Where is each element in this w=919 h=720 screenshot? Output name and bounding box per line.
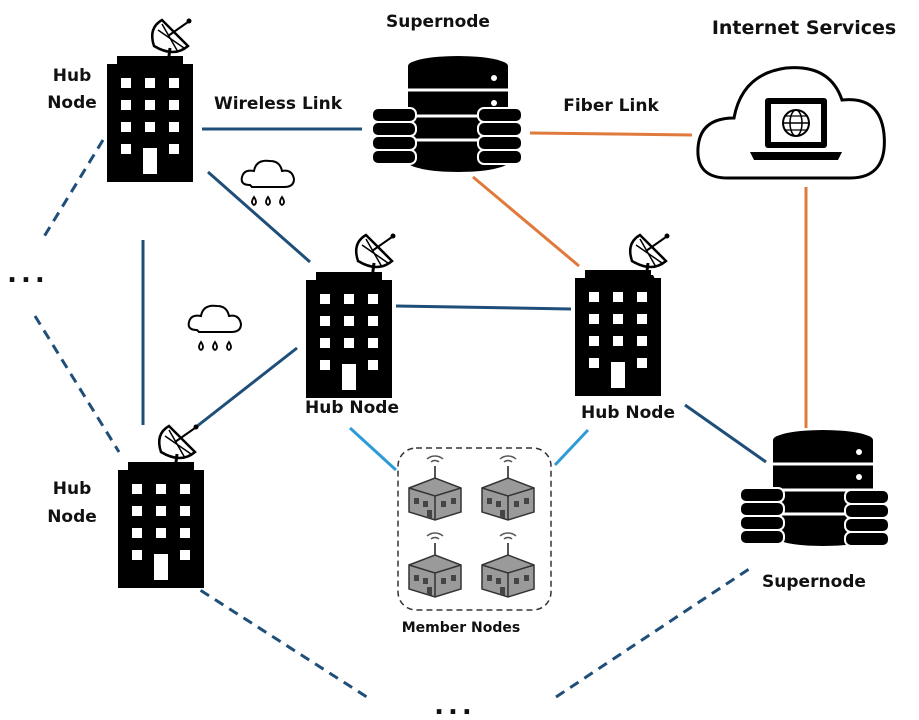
database-stack-icon	[371, 107, 417, 165]
office-building-icon	[107, 56, 193, 182]
office-building-icon	[575, 270, 661, 396]
internet-services-label: Internet Services	[712, 17, 896, 39]
hub-label-line2: Node	[47, 93, 97, 113]
hub-node-bottom-left: Hub Node	[47, 423, 204, 588]
database-stack-icon	[739, 487, 785, 545]
rain-cloud-icon	[187, 304, 242, 351]
fiber-link-label: Fiber Link	[563, 96, 659, 116]
dashed-link-left-bottom	[33, 315, 121, 453]
hub-node-top-left: Hub Node	[47, 17, 193, 182]
hub-node-center: Hub Node	[305, 232, 399, 418]
hub-label-line2: Node	[47, 507, 97, 527]
hub-label: Hub Node	[581, 403, 675, 423]
fiber-link-top	[529, 131, 693, 137]
wireless-link-bottomleft-center	[195, 346, 298, 429]
database-stack-icon	[477, 107, 523, 165]
ellipsis-bottom: ...	[434, 691, 476, 720]
supernode-bottom: Supernode	[739, 428, 890, 592]
fiber-link-supernode-hub	[472, 175, 580, 268]
hub-label-line1: Hub	[53, 66, 92, 86]
wireless-link-right-supernode	[684, 403, 767, 464]
laptop-globe-icon	[750, 98, 842, 160]
member-link-right	[553, 428, 590, 467]
rain-cloud-icon	[240, 159, 295, 206]
dashed-link-bottom-left	[171, 570, 371, 701]
internet-services: Internet Services	[696, 17, 896, 180]
hub-node-right: Hub Node	[575, 232, 675, 423]
dashed-link-topleft	[40, 139, 105, 241]
database-stack-icon	[844, 489, 890, 547]
wireless-link-center-right	[395, 304, 572, 311]
wireless-link-topleft-center	[207, 170, 311, 264]
office-building-icon	[118, 462, 204, 588]
wireless-link-label: Wireless Link	[214, 94, 343, 114]
links	[33, 127, 808, 701]
office-building-icon	[306, 272, 392, 398]
dashed-link-bottom-right	[555, 565, 753, 699]
hub-label-line1: Hub	[53, 479, 92, 499]
supernode-label: Supernode	[762, 572, 866, 592]
supernode-label: Supernode	[386, 12, 490, 32]
member-nodes-cluster: Member Nodes	[397, 447, 552, 636]
ellipsis-left: ...	[7, 259, 49, 289]
member-nodes-label: Member Nodes	[402, 620, 521, 636]
member-link-left	[348, 426, 398, 472]
hub-label: Hub Node	[305, 398, 399, 418]
supernode-top: Supernode	[371, 12, 523, 174]
